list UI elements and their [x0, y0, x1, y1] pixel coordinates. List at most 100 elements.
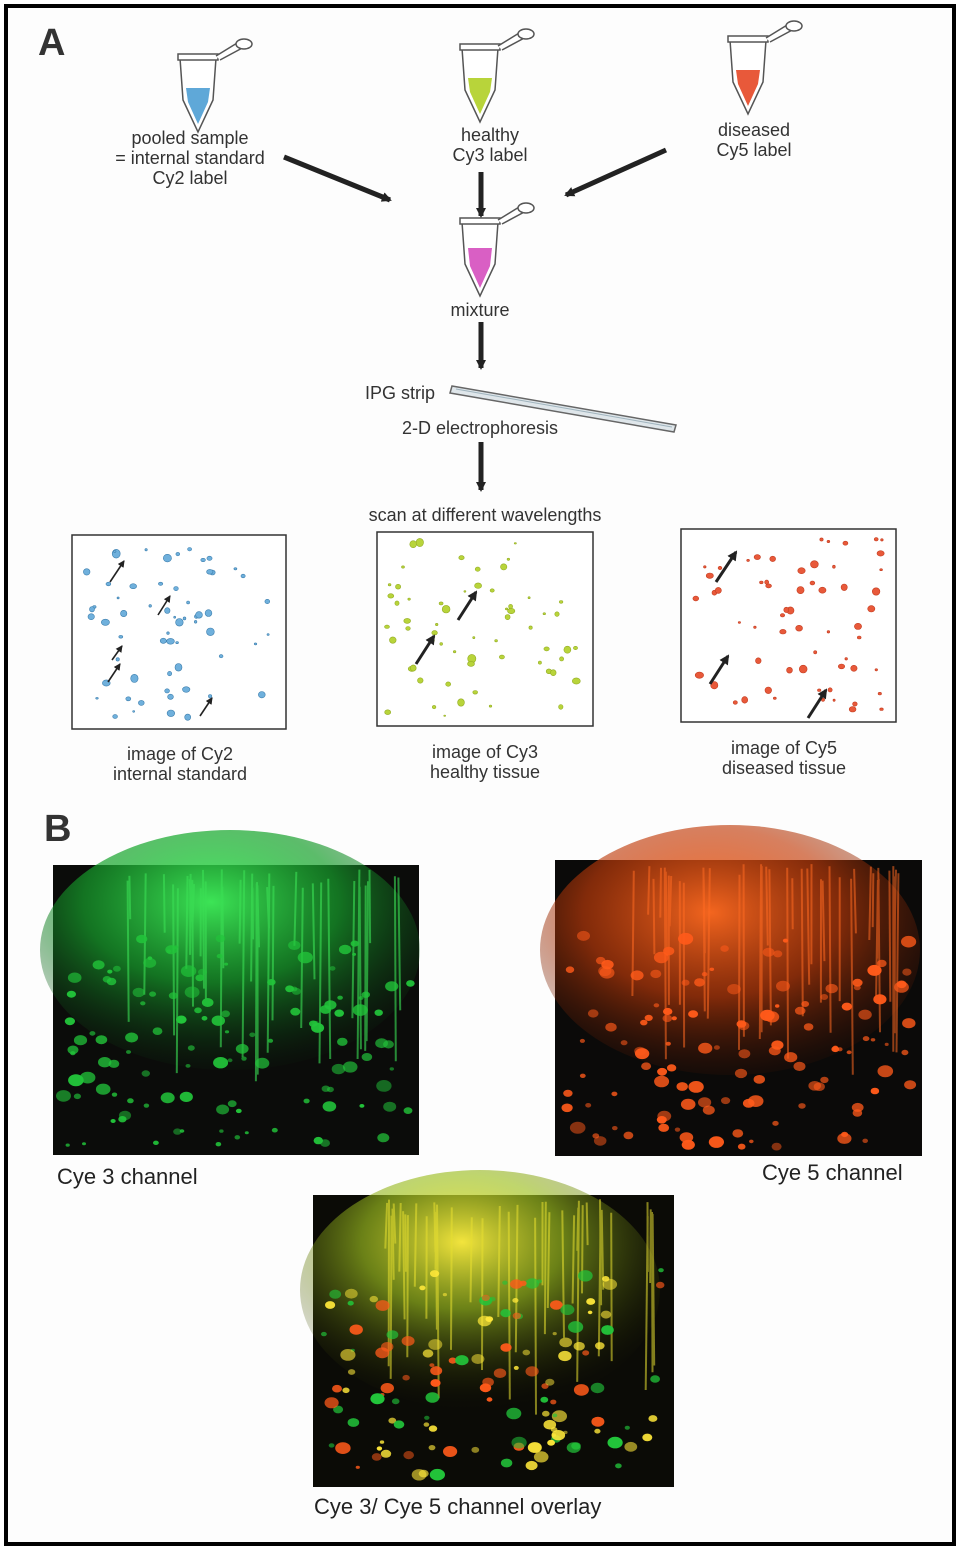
gel-photo-spot — [153, 1140, 159, 1146]
gel-photo-spot — [624, 1441, 638, 1452]
gel-photo-spot — [525, 1278, 540, 1289]
gel-streak — [585, 1202, 589, 1246]
gel-photo-spot — [620, 1040, 628, 1046]
gel-streak — [311, 883, 316, 980]
gel-photo-spot — [650, 1375, 660, 1383]
gel-photo-spot — [902, 1018, 916, 1029]
gel-photo-spot — [321, 1331, 327, 1337]
gel-spot — [164, 607, 171, 614]
gel-photo-spot — [585, 1103, 592, 1108]
gel-photo-spot — [602, 1278, 618, 1290]
gel-spot — [206, 627, 215, 636]
gel-photo-spot — [430, 1270, 440, 1278]
gel-streak — [402, 1211, 406, 1320]
gel-photo-spot — [403, 1107, 413, 1114]
gel-streak — [576, 1207, 580, 1251]
gel-streak — [853, 868, 857, 934]
gel-spot — [148, 604, 152, 608]
gel-spot — [101, 618, 110, 626]
gel-streak — [652, 878, 656, 955]
gel-streak — [398, 1202, 402, 1272]
gel-photo-cy5 — [540, 825, 922, 1156]
gel-photo-spot — [216, 1104, 230, 1115]
gel-photo-spot — [666, 1064, 677, 1072]
gel-photo-spot — [185, 1064, 191, 1068]
gel-spot — [111, 548, 121, 559]
gel-spot — [384, 709, 392, 715]
gel-photo-spot — [736, 1020, 747, 1028]
arrow-diseased-to-mixture — [564, 147, 668, 198]
gel-photo-spot — [656, 1281, 665, 1289]
gel-spot — [817, 688, 822, 692]
gel-spot — [403, 618, 411, 624]
gel-photo-spot — [67, 1045, 79, 1055]
gel-spot — [856, 635, 862, 640]
gel-photo-spot — [681, 1139, 695, 1150]
gel-photo-overlay — [300, 1170, 674, 1487]
gel-spot — [692, 595, 699, 602]
gel-spot — [159, 637, 167, 644]
gel-streak — [664, 871, 668, 957]
gel-photo-spot — [803, 1023, 814, 1031]
gel-photo-spot — [375, 1300, 390, 1311]
gel-spot — [206, 555, 213, 561]
gel-photo-spot — [601, 1325, 614, 1335]
gel-photo-spot — [582, 1350, 590, 1356]
tube-mixture-icon — [459, 202, 535, 298]
gel-photo-spot — [563, 1089, 573, 1097]
gel-photo-spot — [734, 1068, 748, 1079]
gel-spot — [854, 623, 862, 630]
gel-spot — [819, 537, 824, 542]
gel-photo-spot — [901, 1049, 909, 1056]
gel-photo-spot — [331, 1063, 346, 1075]
gel-streak — [877, 867, 881, 1033]
gel-streak — [436, 1204, 440, 1399]
gel-photo-spot — [337, 995, 343, 1000]
gel-photo-spot — [877, 959, 887, 968]
gel-photo-spot — [901, 935, 917, 948]
gel-streak — [534, 1217, 537, 1415]
gel-photo-spot — [107, 969, 113, 974]
tube-cy2-icon — [177, 38, 253, 134]
gel-photo-spot — [852, 978, 863, 987]
gel-photo-spot — [676, 1082, 688, 1091]
gel-photo-spot — [309, 1020, 318, 1027]
gel-schematic-cy3 — [376, 531, 594, 727]
gel-spot — [876, 550, 885, 557]
gel-spot — [264, 598, 270, 604]
gel-photo-spot — [126, 1050, 131, 1054]
gel-photo-spot — [389, 1067, 394, 1071]
gel-photo-spot — [727, 984, 741, 995]
gel-photo-spot — [324, 1000, 337, 1010]
gel-spot — [796, 586, 805, 594]
gel-spot — [175, 552, 181, 557]
gel-streak — [644, 1216, 649, 1391]
gel-spot — [867, 605, 876, 613]
gel-photo-spot — [211, 1015, 225, 1026]
gel-spot — [105, 581, 112, 587]
gel-spot — [467, 661, 475, 667]
gel-spot — [116, 596, 120, 600]
gel-streak — [368, 869, 372, 944]
gel-photo-spot — [701, 972, 708, 977]
gel-photo-spot — [201, 998, 214, 1007]
gel-photo-spot — [525, 1366, 539, 1377]
gel-spot — [871, 587, 881, 596]
gel-photo-spot — [244, 1131, 249, 1135]
gel-spot — [435, 622, 439, 626]
gel-spot — [187, 547, 192, 552]
gel-photo-spot — [143, 957, 157, 968]
gel-spot — [765, 583, 772, 589]
gel-spot — [401, 565, 405, 569]
gel-streak — [469, 1217, 473, 1303]
gel-streak — [128, 875, 132, 920]
gel-spot — [138, 700, 145, 706]
gel-photo-spot — [224, 1030, 230, 1034]
gel-spot — [384, 624, 390, 629]
gel-photo-spot — [471, 1354, 485, 1364]
gel-photo-spot — [70, 1051, 76, 1056]
gel-photo-spot — [221, 1010, 231, 1018]
gel-photo-spot — [489, 1296, 496, 1302]
gel-photo-spot — [762, 947, 775, 957]
gel-photo-spot — [543, 1419, 557, 1430]
